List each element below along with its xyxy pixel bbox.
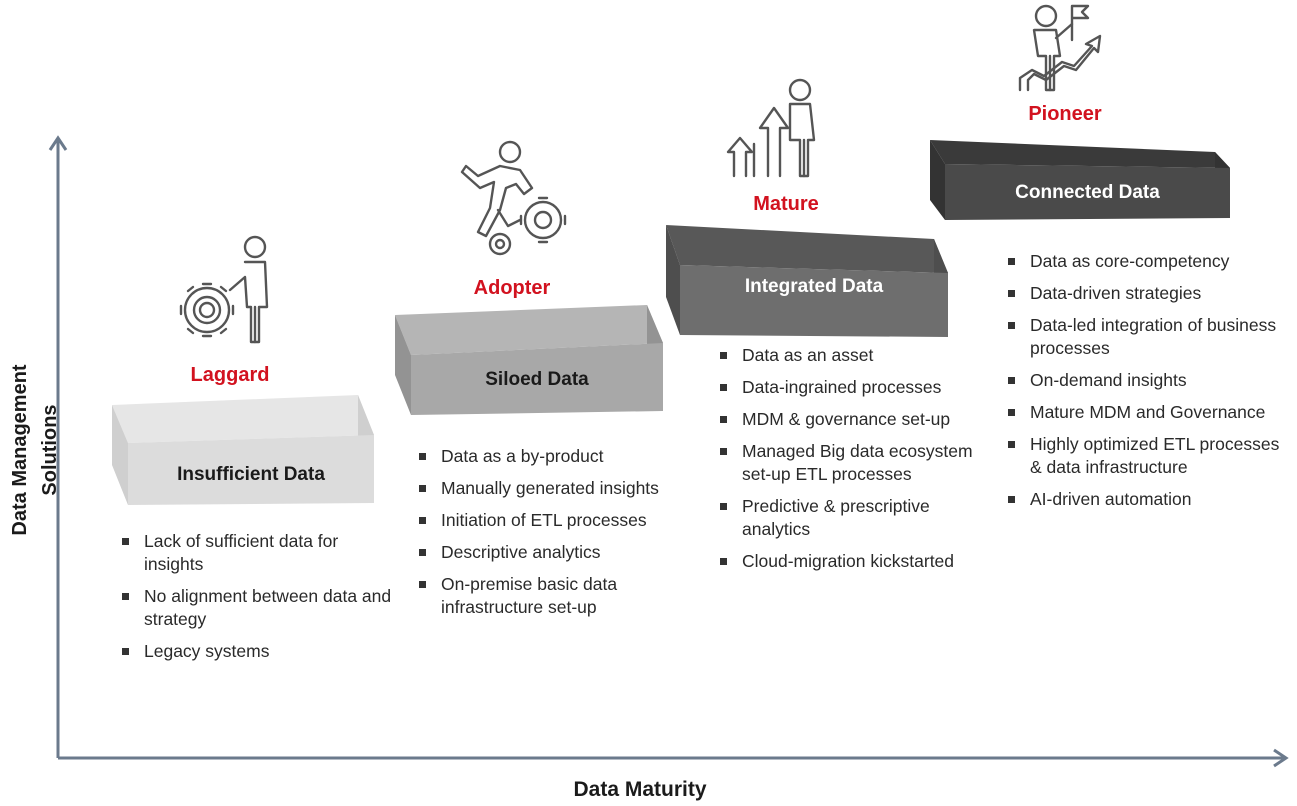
list-item: Highly optimized ETL processes & data in… bbox=[1004, 433, 1284, 479]
list-item: Managed Big data ecosystem set-up ETL pr… bbox=[716, 440, 996, 486]
block-integrated-data bbox=[666, 225, 948, 337]
person-growth-arrows-icon bbox=[726, 78, 816, 178]
list-item: Data as an asset bbox=[716, 344, 996, 367]
level-label-mature: Mature bbox=[753, 193, 819, 215]
list-item: Data-ingrained processes bbox=[716, 376, 996, 399]
level-label-laggard: Laggard bbox=[190, 364, 270, 386]
list-item: Manually generated insights bbox=[415, 477, 695, 500]
list-item: No alignment between data and strategy bbox=[118, 585, 398, 631]
person-with-gear-icon bbox=[179, 235, 269, 344]
list-item: Data-driven strategies bbox=[1004, 282, 1284, 305]
y-axis-label: Data Management Solutions bbox=[9, 364, 61, 536]
list-item: Initiation of ETL processes bbox=[415, 509, 695, 532]
list-item: Data as core-competency bbox=[1004, 250, 1284, 273]
block-label-siloed-data: Siloed Data bbox=[485, 369, 589, 390]
y-axis-arrowhead bbox=[48, 135, 68, 151]
x-axis-label: Data Maturity bbox=[573, 778, 707, 801]
bullet-list-pioneer: Data as core-competency Data-driven stra… bbox=[1004, 250, 1284, 520]
block-connected-data bbox=[930, 140, 1230, 220]
block-label-insufficient-data: Insufficient Data bbox=[177, 464, 325, 485]
list-item: MDM & governance set-up bbox=[716, 408, 996, 431]
block-insufficient-data bbox=[112, 395, 374, 505]
bullet-list-laggard: Lack of sufficient data for insights No … bbox=[118, 530, 398, 672]
level-label-pioneer: Pioneer bbox=[1028, 103, 1102, 125]
list-item: On-premise basic data infrastructure set… bbox=[415, 573, 695, 619]
list-item: Descriptive analytics bbox=[415, 541, 695, 564]
list-item: AI-driven automation bbox=[1004, 488, 1284, 511]
list-item: Mature MDM and Governance bbox=[1004, 401, 1284, 424]
block-label-integrated-data: Integrated Data bbox=[744, 276, 884, 297]
list-item: Data as a by-product bbox=[415, 445, 695, 468]
list-item: Cloud-migration kickstarted bbox=[716, 550, 996, 573]
list-item: On-demand insights bbox=[1004, 369, 1284, 392]
level-label-adopter: Adopter bbox=[473, 277, 551, 299]
block-label-connected-data: Connected Data bbox=[1015, 182, 1160, 203]
list-item: Predictive & prescriptive analytics bbox=[716, 495, 996, 541]
list-item: Data-led integration of business process… bbox=[1004, 314, 1284, 360]
person-flag-growth-icon bbox=[1018, 4, 1102, 92]
bullet-list-adopter: Data as a by-product Manually generated … bbox=[415, 445, 695, 628]
running-person-gears-icon bbox=[460, 140, 567, 256]
bullet-list-mature: Data as an asset Data-ingrained processe… bbox=[716, 344, 996, 582]
list-item: Legacy systems bbox=[118, 640, 398, 663]
x-axis-arrowhead bbox=[1273, 748, 1289, 768]
list-item: Lack of sufficient data for insights bbox=[118, 530, 398, 576]
block-siloed-data bbox=[395, 305, 663, 415]
